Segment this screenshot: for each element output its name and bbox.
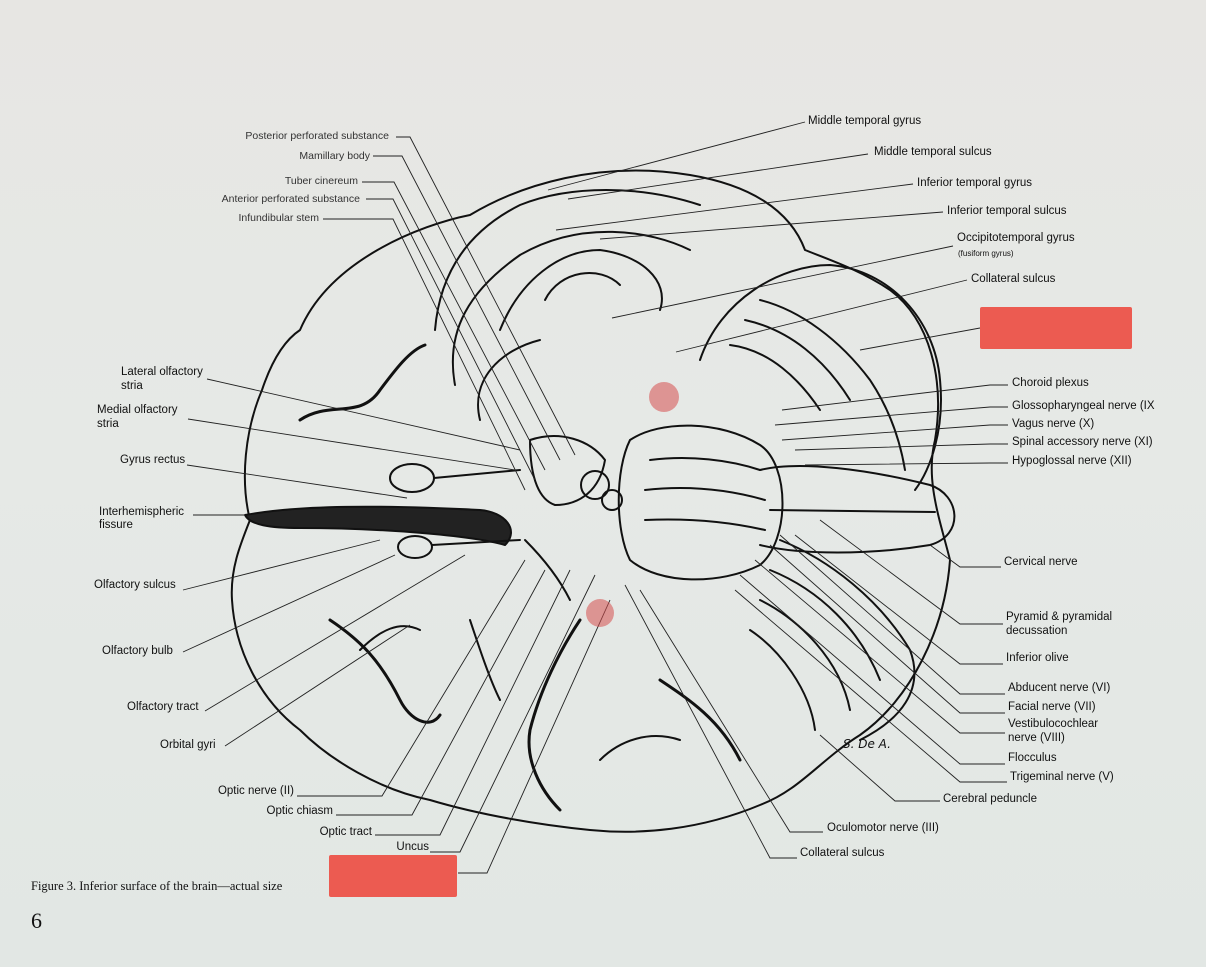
redacted-label-box-bottom (329, 855, 457, 897)
brainstem-outline (617, 424, 784, 581)
label-lateral-olfactory-stria: stria (121, 380, 143, 392)
label-olfactory-bulb: Olfactory bulb (102, 645, 173, 657)
label-inferior-temporal-gyrus: Inferior temporal gyrus (917, 177, 1033, 189)
interhemispheric-fissure-shape (244, 505, 512, 546)
medulla-outline (759, 464, 956, 554)
label-interhemispheric-fissure: fissure (99, 519, 133, 531)
label-inferior-olive: Inferior olive (1006, 652, 1069, 664)
leader-lines (182, 121, 1008, 874)
page-number: 6 (31, 908, 42, 933)
label-lateral-olfactory: Lateral olfactory (121, 366, 203, 378)
redacted-label-box-right (980, 307, 1132, 349)
label-spinal-accessory-nerve: Spinal accessory nerve (XI) (1012, 436, 1153, 448)
marker-dot-lower (586, 599, 614, 627)
label-interhemispheric: Interhemispheric (99, 506, 185, 518)
label-mamillary-body: Mamillary body (299, 150, 370, 162)
label-vagus-nerve: Vagus nerve (X) (1012, 418, 1095, 430)
label-cervical-nerve: Cervical nerve (1004, 556, 1078, 568)
cerebrum-outline (230, 169, 951, 833)
cerebellum-outline (699, 264, 942, 491)
label-infundibular-stem: Infundibular stem (238, 212, 319, 224)
label-hypoglossal-nerve: Hypoglossal nerve (XII) (1012, 455, 1132, 467)
label-fusiform-gyrus: (fusiform gyrus) (958, 249, 1014, 258)
label-pyramidal-decussation: decussation (1006, 625, 1068, 637)
label-abducent-nerve: Abducent nerve (VI) (1008, 682, 1111, 694)
artist-signature: S. De A. (843, 737, 891, 751)
label-inferior-temporal-sulcus: Inferior temporal sulcus (947, 205, 1067, 217)
label-optic-nerve: Optic nerve (II) (217, 785, 294, 797)
label-olfactory-sulcus: Olfactory sulcus (94, 579, 176, 591)
label-oculomotor-nerve: Oculomotor nerve (III) (827, 822, 939, 834)
label-optic-tract: Optic tract (319, 826, 372, 838)
label-occipitotemporal-gyrus: Occipitotemporal gyrus (957, 232, 1075, 244)
label-cerebral-peduncle: Cerebral peduncle (943, 793, 1037, 805)
label-glossopharyngeal-nerve: Glossopharyngeal nerve (IX (1012, 400, 1155, 412)
label-olfactory-tract: Olfactory tract (127, 701, 199, 713)
label-vestibulocochlear: Vestibulocochlear (1008, 718, 1099, 730)
figure-caption: Figure 3. Inferior surface of the brain—… (31, 879, 283, 893)
label-middle-temporal-gyrus: Middle temporal gyrus (808, 115, 922, 127)
label-gyrus-rectus: Gyrus rectus (120, 454, 186, 466)
label-collateral-sulcus-top: Collateral sulcus (971, 273, 1056, 285)
label-collateral-sulcus-bottom: Collateral sulcus (800, 847, 885, 859)
label-vestibulocochlear-nerve: nerve (VIII) (1008, 732, 1065, 744)
label-posterior-perforated-substance: Posterior perforated substance (245, 130, 389, 142)
label-anterior-perforated-substance: Anterior perforated substance (221, 193, 360, 205)
label-pyramid: Pyramid & pyramidal (1006, 611, 1113, 623)
label-medial-olfactory-stria: stria (97, 418, 119, 430)
label-flocculus: Flocculus (1008, 752, 1057, 764)
marker-dot-upper (649, 382, 679, 412)
label-medial-olfactory: Medial olfactory (97, 404, 178, 416)
label-facial-nerve: Facial nerve (VII) (1008, 701, 1096, 713)
label-middle-temporal-sulcus: Middle temporal sulcus (874, 146, 992, 158)
label-optic-chiasm: Optic chiasm (266, 805, 333, 817)
label-uncus: Uncus (396, 841, 429, 853)
label-trigeminal-nerve: Trigeminal nerve (V) (1010, 771, 1114, 783)
label-orbital-gyri: Orbital gyri (160, 739, 216, 751)
label-tuber-cinereum: Tuber cinereum (284, 175, 358, 187)
label-choroid-plexus: Choroid plexus (1012, 377, 1089, 389)
